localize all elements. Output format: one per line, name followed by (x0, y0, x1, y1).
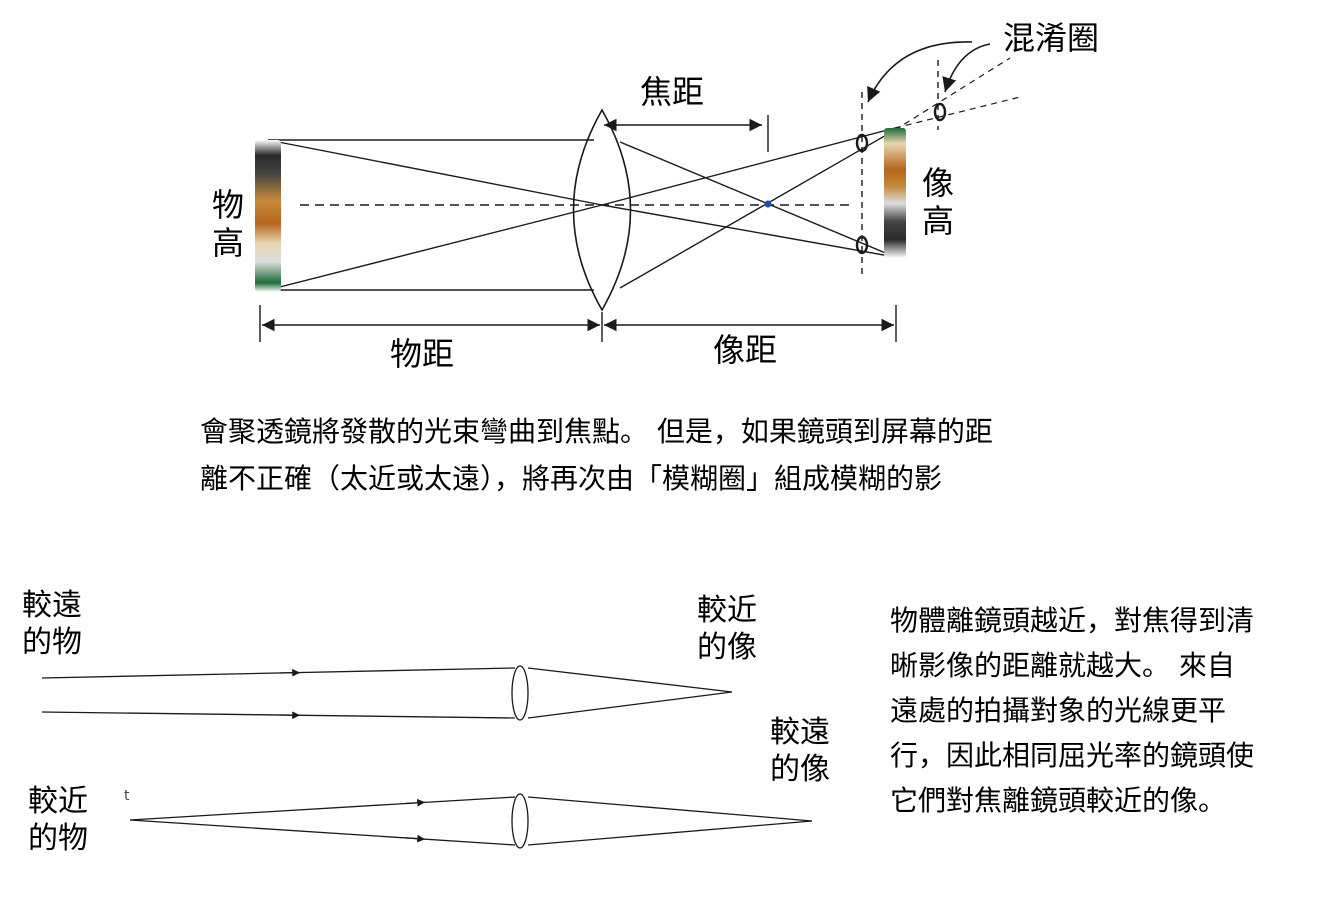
near-image-label: 較近 的像 (697, 593, 757, 665)
circle-of-confusion-label: 混淆圈 (1003, 19, 1100, 57)
explanation-paragraph: 物體離鏡頭越近，對焦得到清 晰影像的距離就越大。 來自 遠處的拍攝對象的光線更平… (890, 598, 1254, 823)
converging-lens (572, 108, 632, 312)
caption-line-2: 離不正確（太近或太遠），將再次由「模糊圈」組成模糊的影 (200, 462, 943, 495)
near-ray-top-arrow (404, 798, 426, 807)
blur-circle-bottom (855, 235, 869, 255)
bottom-lens-lower (511, 793, 529, 849)
far-converge-top (527, 667, 733, 693)
pointer-arrow-left (867, 41, 973, 103)
explanation-line: 物體離鏡頭越近，對焦得到清 (890, 604, 1255, 637)
ray-cross-2 (267, 204, 603, 291)
blur-circle-far (933, 102, 947, 122)
far-ray-top (41, 667, 516, 679)
explanation-line: 遠處的拍攝對象的光線更平 (890, 694, 1227, 727)
near-ray-bottom (129, 819, 516, 846)
near-ray-bottom-arrow (404, 834, 426, 843)
object-distance-label: 物距 (390, 335, 455, 373)
image-distance-label: 像距 (713, 331, 778, 369)
ray-center-2 (601, 127, 896, 206)
far-image-label: 較遠 的像 (770, 715, 830, 787)
near-converge-bottom (527, 820, 813, 846)
image-height-label: 像高 (921, 164, 954, 241)
far-object-label: 較遠 的物 (22, 588, 82, 660)
far-ray-bottom (41, 711, 516, 719)
explanation-line: 晰影像的距離就越大。 來自 (890, 649, 1235, 682)
far-converge-bottom (527, 691, 733, 719)
object-height-label: 物高 (211, 186, 244, 263)
image-figure (884, 128, 906, 258)
ray-beyond-2 (894, 57, 1011, 131)
ray-center-1 (601, 204, 896, 258)
ray-refract-top (619, 141, 896, 258)
explanation-line: 行，因此相同屈光率的鏡頭使 (890, 739, 1255, 772)
near-object-label: 較近 的物 (28, 784, 88, 856)
pointer-arrow-right (942, 43, 991, 93)
ray-cross-1 (267, 139, 603, 206)
near-ray-top (129, 796, 516, 821)
ray-refract-bottom (619, 129, 896, 289)
explanation-line: 它們對焦離鏡頭較近的像。 (890, 784, 1227, 817)
focal-length-label: 焦距 (640, 73, 705, 111)
stray-mark: t (124, 788, 130, 804)
focal-point (764, 200, 772, 208)
object-figure (255, 140, 281, 292)
blur-circle-top (855, 133, 869, 153)
bottom-lens-upper (511, 665, 529, 721)
near-converge-top (527, 796, 813, 822)
caption-line-1: 會聚透鏡將發散的光束彎曲到焦點。 但是，如果鏡頭到屏幕的距 (200, 415, 993, 448)
ray-beyond-1 (894, 96, 1021, 129)
